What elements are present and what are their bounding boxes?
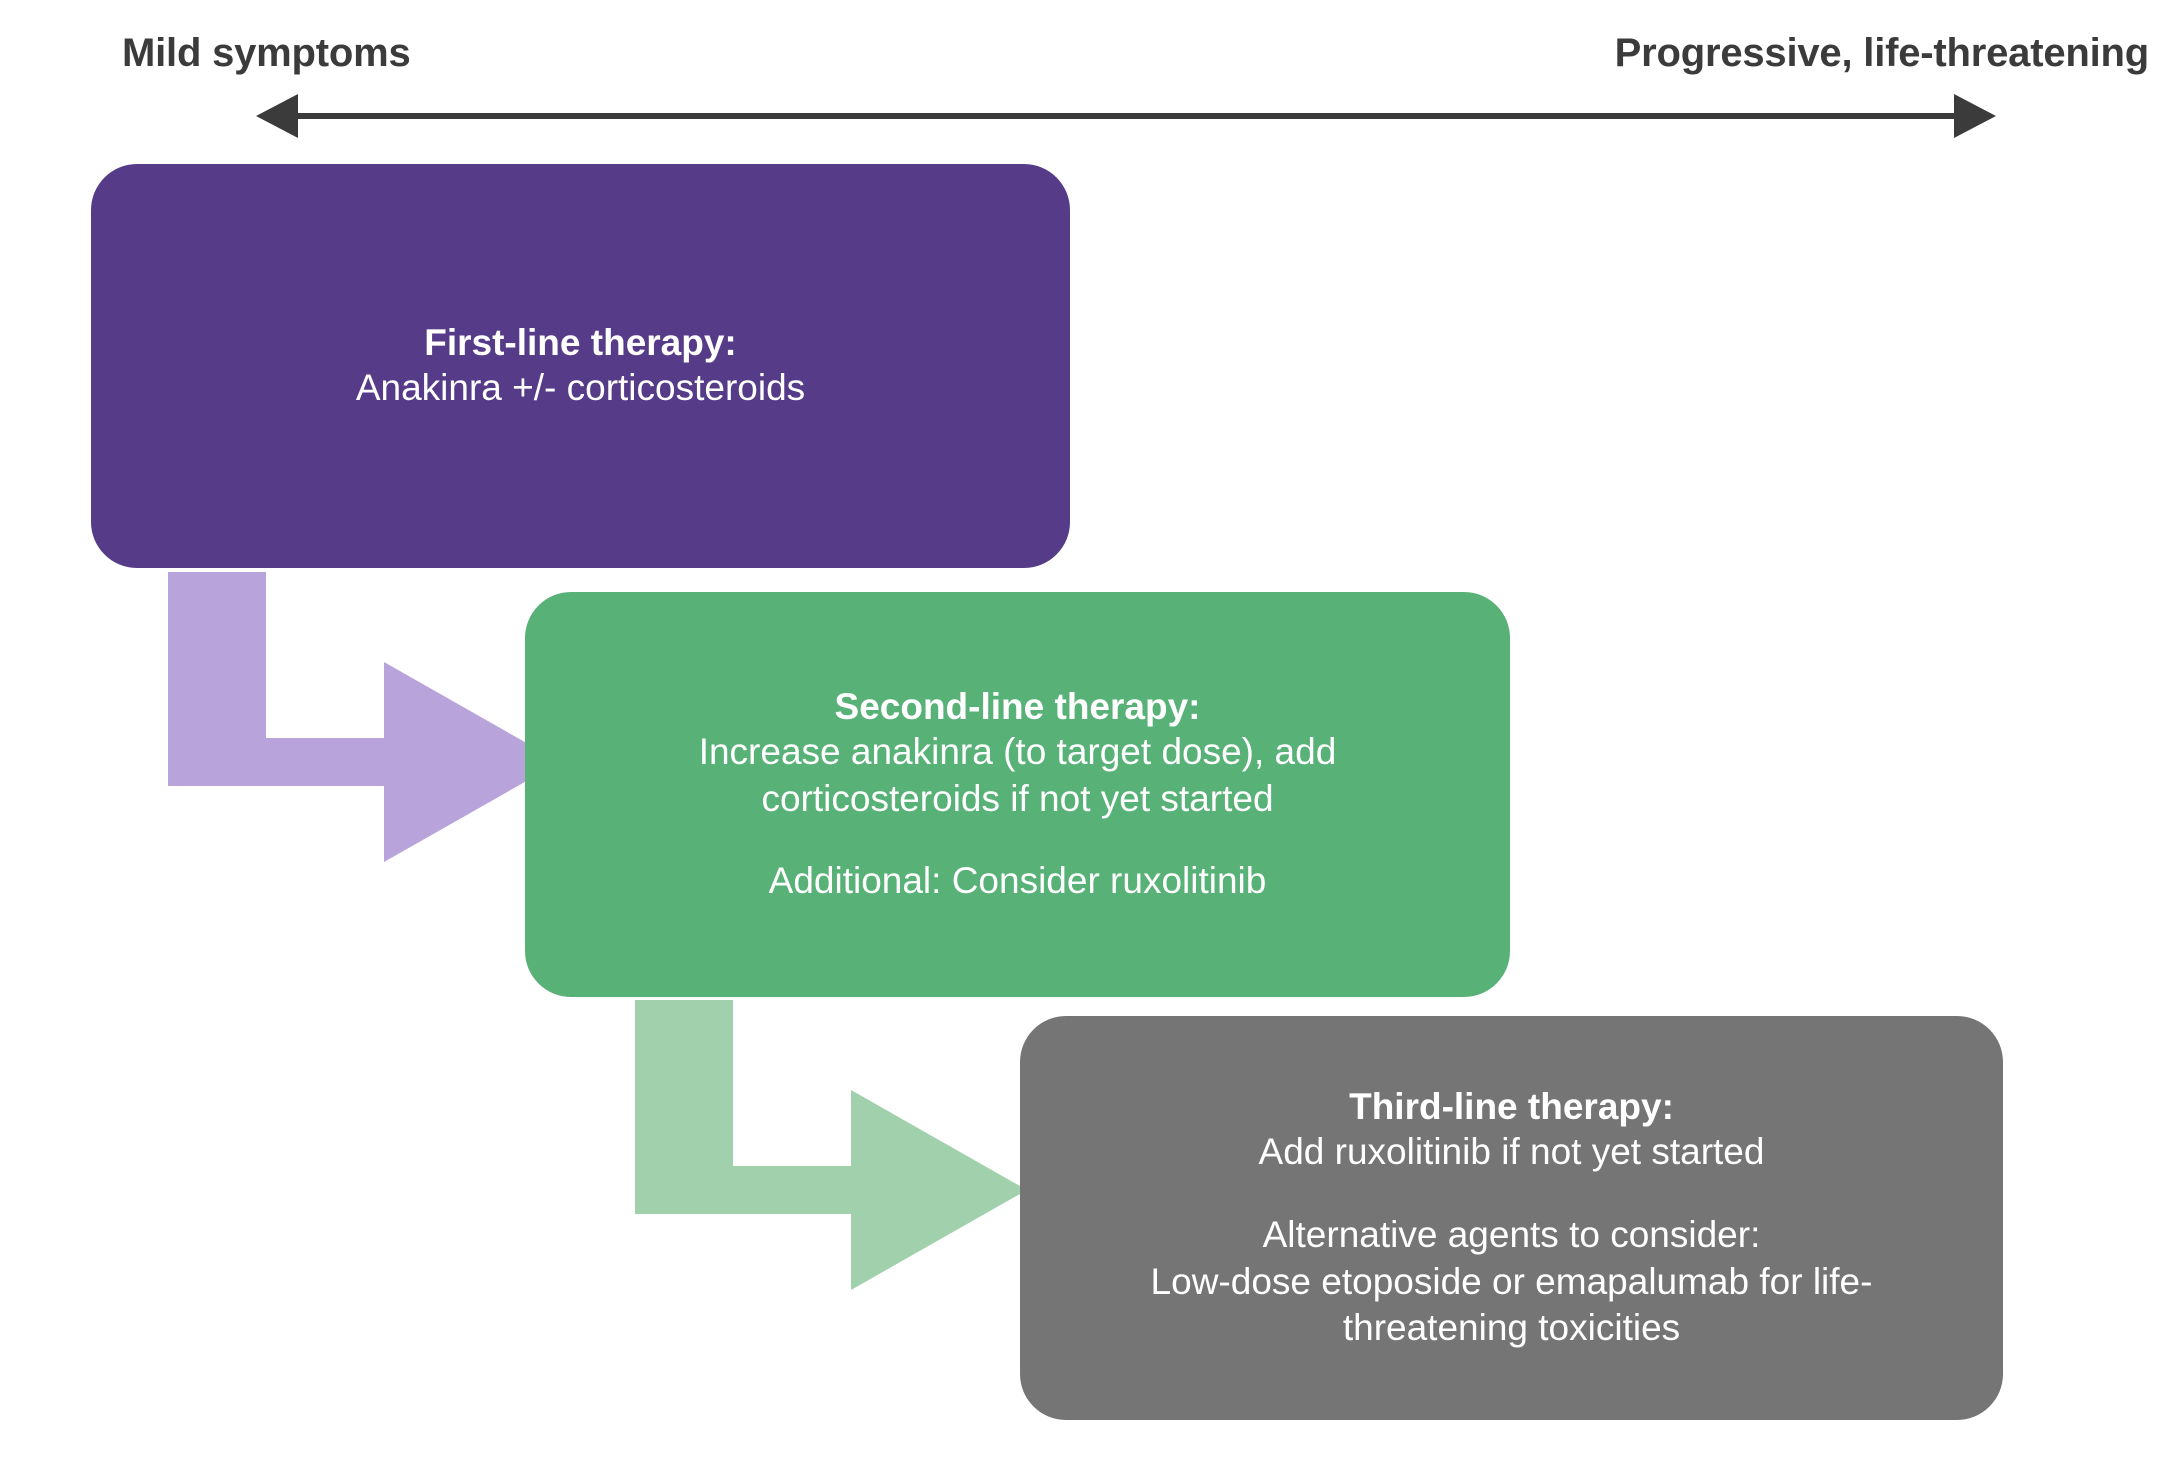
therapy-detail-third-line-0: Add ruxolitinib if not yet started xyxy=(1258,1131,1765,1173)
therapy-box-second-line: Second-line therapy: Increase anakinra (… xyxy=(525,592,1510,997)
therapy-title-second-line: Second-line therapy: xyxy=(834,686,1201,728)
severity-scale-right-label: Progressive, life-threatening xyxy=(1614,31,2150,75)
therapy-additional-third-line-0: Alternative agents to consider: xyxy=(1262,1213,1761,1255)
double-headed-arrow-icon xyxy=(252,92,2000,140)
therapy-additional-third-line-1: Low-dose etoposide or emapalumab for lif… xyxy=(1150,1260,1873,1302)
therapy-detail-second-line-1: corticosteroids if not yet started xyxy=(761,777,1274,819)
therapy-additional-third-line-2: threatening toxicities xyxy=(1342,1307,1681,1349)
therapy-title-third-line: Third-line therapy: xyxy=(1349,1086,1674,1128)
therapy-detail-first-line-0: Anakinra +/- corticosteroids xyxy=(355,367,806,409)
therapy-additional-second-line-0: Additional: Consider ruxolitinib xyxy=(768,860,1267,902)
therapy-title-first-line: First-line therapy: xyxy=(424,322,737,364)
therapy-box-third-line: Third-line therapy: Add ruxolitinib if n… xyxy=(1020,1016,2003,1420)
elbow-arrow-down-right-icon-first-to-second xyxy=(168,572,560,884)
severity-scale-left-label: Mild symptoms xyxy=(122,31,411,75)
therapy-box-first-line: First-line therapy: Anakinra +/- cortico… xyxy=(91,164,1070,568)
elbow-arrow-down-right-icon-second-to-third xyxy=(635,1000,1027,1312)
therapy-detail-second-line-0: Increase anakinra (to target dose), add xyxy=(698,731,1337,773)
